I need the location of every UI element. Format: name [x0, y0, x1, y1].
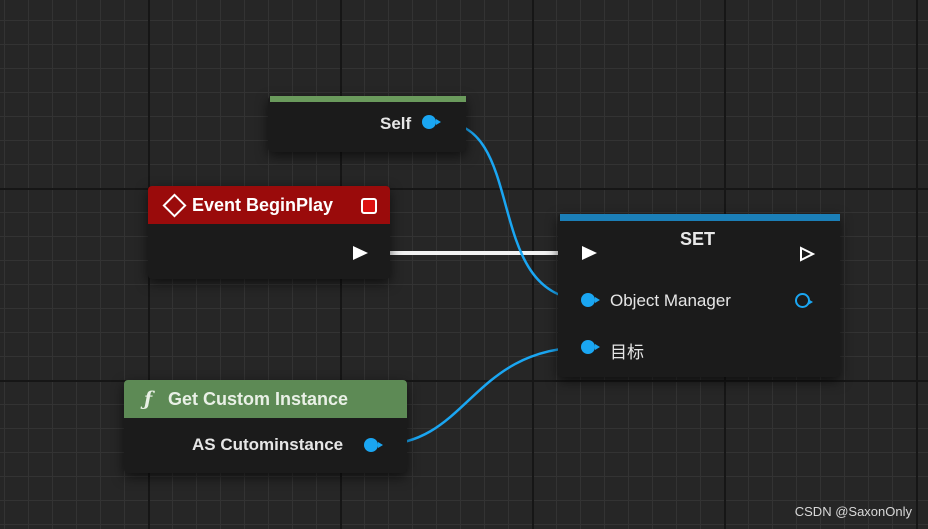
target-label: 目标 [610, 343, 644, 362]
exec-out-arrow-icon[interactable] [799, 246, 816, 262]
instance-to-target-wire[interactable] [377, 345, 589, 447]
get-custom-instance-header: ƒ Get Custom Instance [124, 380, 407, 418]
custom-instance-output-label: AS Cutominstance [192, 435, 344, 454]
exec-arrow-icon[interactable] [352, 245, 370, 261]
event-begin-play-header: Event BeginPlay [148, 186, 390, 224]
watermark: CSDN @SaxonOnly [794, 504, 912, 519]
object-manager-label: Object Manager [610, 291, 731, 310]
event-begin-play-node[interactable]: Event BeginPlay [148, 186, 390, 279]
set-node[interactable]: SET Object Manager 目标 [558, 214, 840, 377]
get-custom-instance-title: Get Custom Instance [168, 389, 349, 409]
self-to-object-manager-wire[interactable] [439, 120, 589, 302]
target-input-pin[interactable] [581, 340, 600, 354]
event-diamond-icon [162, 193, 187, 218]
event-begin-play-title: Event BeginPlay [192, 195, 334, 215]
exec-in-arrow-icon[interactable] [581, 245, 599, 261]
custom-instance-output-pin[interactable] [364, 438, 383, 452]
set-node-bar [560, 214, 840, 221]
object-manager-input-pin[interactable] [581, 293, 600, 307]
get-custom-instance-node[interactable]: ƒ Get Custom Instance AS Cutominstance [124, 380, 407, 473]
self-output-pin[interactable] [422, 115, 441, 129]
self-node[interactable]: Self [268, 96, 466, 152]
set-title: SET [680, 229, 716, 249]
object-manager-output-pin[interactable] [795, 293, 813, 308]
self-node-bar [270, 96, 466, 102]
self-label: Self [380, 114, 412, 133]
function-icon: ƒ [144, 388, 153, 410]
delegate-square-icon[interactable] [361, 198, 377, 214]
